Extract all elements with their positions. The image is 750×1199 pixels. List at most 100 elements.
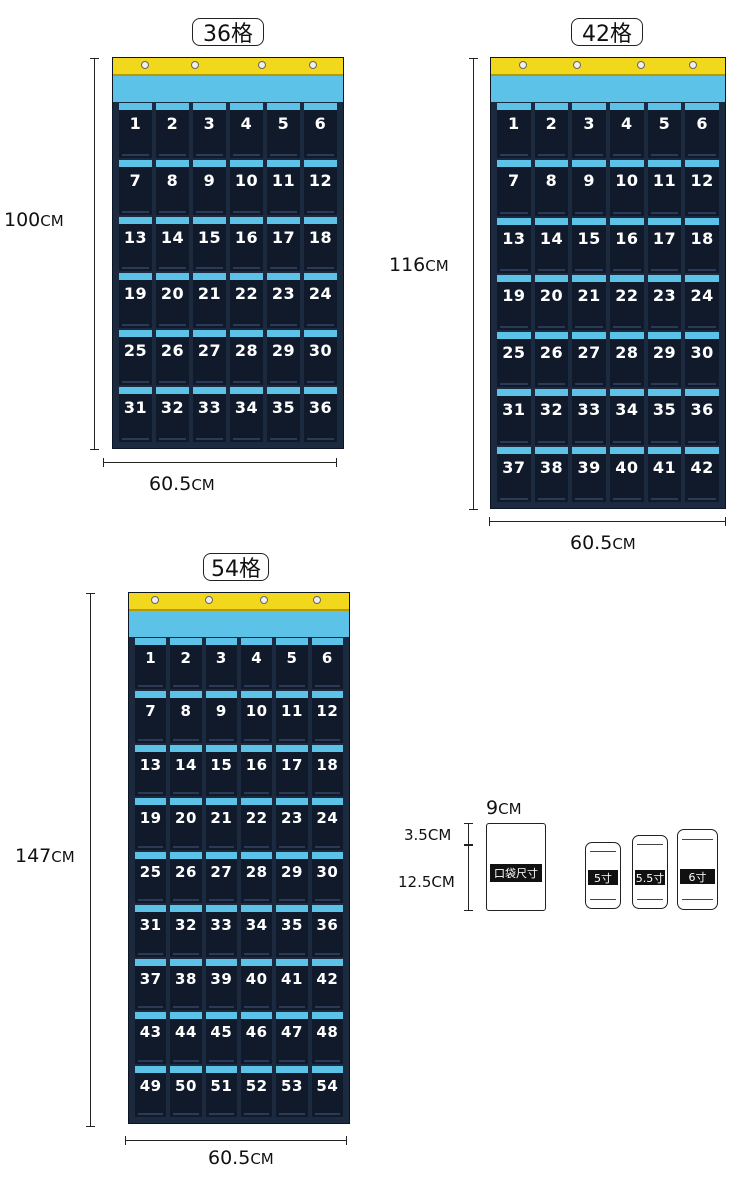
pocket-number: 10: [615, 171, 639, 191]
pocket: 29: [647, 332, 682, 388]
pocket-number: 40: [615, 457, 639, 477]
pocket-number: 29: [271, 341, 296, 361]
pocket-number: 1: [508, 114, 520, 133]
pocket-number: 28: [245, 862, 268, 881]
pocket: 36: [304, 387, 337, 442]
pocket-height-dimension-line: [464, 845, 473, 911]
top-blue-strip: [491, 76, 725, 102]
pocket-number: 21: [577, 285, 601, 305]
pocket: 2: [170, 638, 202, 690]
pocket: 37: [135, 958, 167, 1011]
pocket-number: 37: [502, 457, 526, 477]
pocket-number: 23: [652, 285, 677, 305]
pocket-number: 39: [210, 969, 233, 988]
pocket: 7: [119, 159, 152, 215]
phone-6-label: 6寸: [680, 869, 715, 884]
pocket: 39: [572, 446, 606, 502]
pocket: 19: [135, 798, 167, 850]
pocket-top-dimension: 3.5CM: [404, 826, 451, 844]
pocket: 40: [610, 446, 644, 502]
pocket-number: 12: [690, 171, 714, 191]
pocket-number: 25: [502, 343, 526, 363]
phone-6-inch-icon: 6寸: [677, 829, 718, 910]
pocket-size-label: 口袋尺寸: [490, 864, 542, 882]
pocket: 5: [276, 638, 308, 690]
pocket-number: 34: [234, 398, 259, 418]
pocket-number: 26: [175, 862, 197, 881]
pocket-number: 5: [286, 649, 298, 667]
pocket-number: 14: [539, 228, 564, 248]
pocket-width-unit: CM: [498, 800, 522, 818]
pocket: 2: [534, 103, 569, 159]
pocket-number: 23: [271, 284, 296, 304]
pocket-number: 20: [539, 285, 564, 305]
pocket: 6: [685, 103, 719, 159]
pocket-number: 13: [123, 227, 148, 247]
pocket: 5: [647, 103, 682, 159]
pocket-number: 19: [139, 809, 162, 828]
pocket-number: 36: [690, 400, 714, 420]
pocket: 2: [156, 103, 189, 158]
pocket: 25: [497, 332, 531, 388]
pocket: 49: [135, 1065, 167, 1117]
pocket-number: 36: [308, 398, 333, 418]
pocket: 9: [572, 160, 606, 216]
pocket: 27: [193, 330, 226, 386]
pocket: 3: [572, 103, 606, 159]
pocket: 28: [241, 851, 273, 904]
pocket-number: 36: [316, 916, 339, 935]
pocket-number: 41: [281, 969, 303, 988]
pocket: 5: [267, 103, 300, 158]
pocket: 34: [610, 389, 644, 445]
phone-5-label: 5寸: [588, 870, 618, 885]
phone-5-5-inch-icon: 5.5寸: [632, 835, 668, 909]
pocket-number: 27: [577, 343, 601, 363]
pocket: 6: [311, 638, 343, 690]
pocket-number: 52: [245, 1076, 268, 1095]
pocket: 21: [572, 274, 606, 331]
pocket-number: 2: [166, 114, 179, 133]
pocket-number: 9: [215, 702, 227, 721]
pocket-number: 31: [139, 916, 162, 935]
pocket-number: 9: [203, 170, 216, 190]
pocket: 42: [685, 446, 719, 502]
header-bar: [129, 593, 349, 611]
pocket-number: 29: [281, 862, 303, 881]
pocket-number: 17: [281, 755, 303, 774]
pocket: 17: [276, 744, 308, 797]
pocket: 28: [610, 332, 644, 388]
pocket: 24: [304, 273, 337, 329]
pocket: 3: [193, 103, 226, 158]
pocket-number: 32: [539, 400, 564, 420]
pocket-number: 41: [652, 457, 677, 477]
pocket: 31: [119, 387, 152, 442]
pocket: 7: [135, 691, 167, 743]
pocket: 46: [241, 1012, 273, 1064]
pocket: 26: [534, 332, 569, 388]
pocket: 15: [193, 216, 226, 272]
pocket: 16: [610, 217, 644, 273]
pocket: 29: [276, 851, 308, 904]
pocket-number: 3: [215, 649, 227, 667]
pocket: 9: [205, 691, 237, 743]
pocket-number: 15: [577, 228, 601, 248]
pocket-number: 6: [321, 649, 333, 667]
pocket: 32: [170, 905, 202, 957]
pocket-number: 53: [281, 1076, 303, 1095]
pocket-number: 4: [251, 649, 263, 667]
pocket: 50: [170, 1065, 202, 1117]
pocket: 35: [267, 387, 300, 442]
pocket: 4: [610, 103, 644, 159]
pocket: 27: [572, 332, 606, 388]
pocket: 40: [241, 958, 273, 1011]
height-dimension-line: [90, 58, 99, 450]
pocket: 23: [267, 273, 300, 329]
pocket: 1: [497, 103, 531, 159]
pocket: 8: [156, 159, 189, 215]
height-dimension-line: [469, 58, 478, 510]
pocket: 42: [311, 958, 343, 1011]
pocket: 13: [119, 216, 152, 272]
pocket-number: 24: [316, 809, 339, 828]
pocket-number: 50: [175, 1076, 197, 1095]
